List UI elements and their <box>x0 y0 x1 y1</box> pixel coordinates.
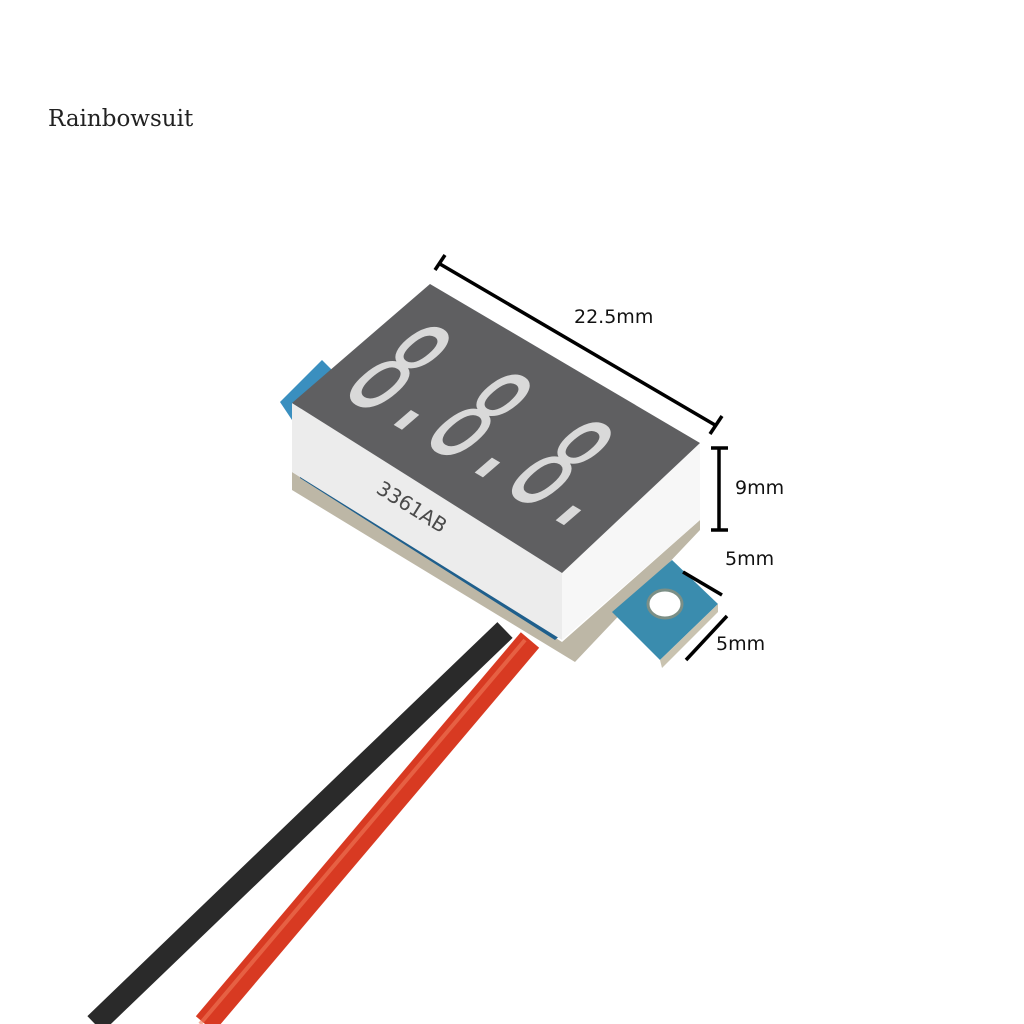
height-label: 9mm <box>735 477 785 499</box>
mounting-hole <box>646 588 684 620</box>
tab-width-label: 5mm <box>725 548 775 570</box>
tab-depth-dimension-line <box>684 614 729 662</box>
tab-depth-label: 5mm <box>716 633 766 655</box>
display-front-face <box>292 403 562 640</box>
pcb-base <box>292 472 700 662</box>
black-wire <box>87 622 513 1024</box>
watermark: Rainbowsuit <box>48 106 194 132</box>
right-tab-edge <box>660 604 718 668</box>
red-wire-highlight <box>198 638 527 1024</box>
length-label: 22.5mm <box>574 306 654 328</box>
display-top-face <box>292 284 700 573</box>
red-wire <box>195 632 540 1024</box>
length-dimension-line <box>439 262 716 427</box>
display-side-face <box>562 443 700 640</box>
wires <box>87 622 540 1024</box>
dimension-lines <box>433 254 729 662</box>
tab-width-dimension-line <box>682 570 723 597</box>
